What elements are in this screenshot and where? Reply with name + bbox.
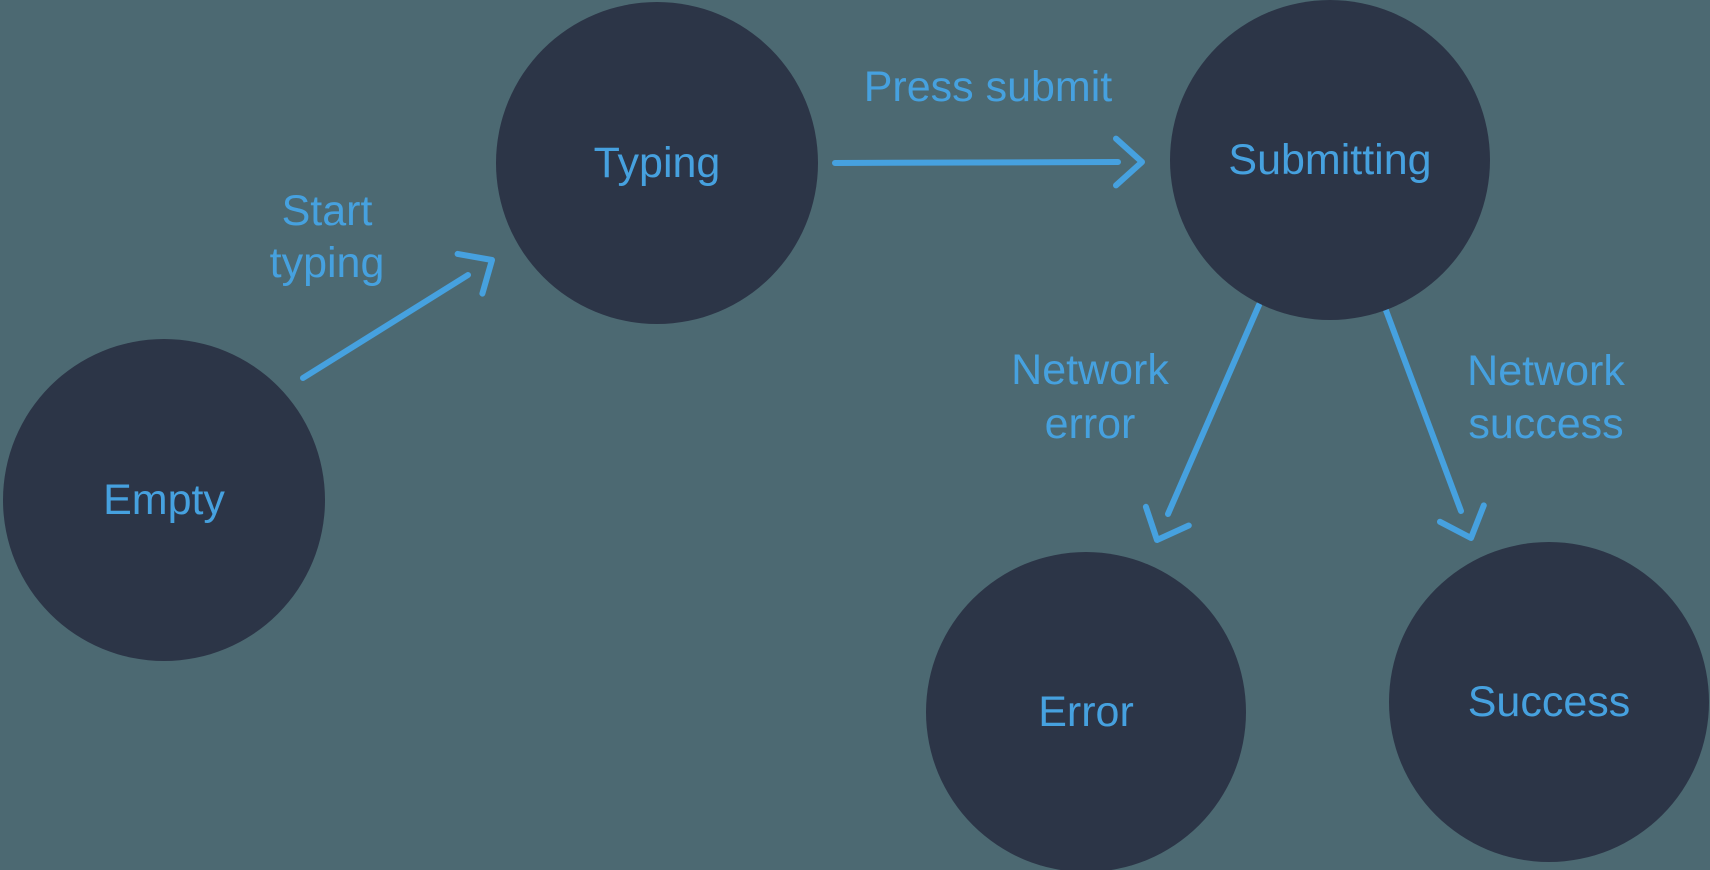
- state-node-circle-empty: [3, 339, 325, 661]
- state-node-circle-typing: [496, 2, 818, 324]
- edge-network-success: Network success: [1381, 302, 1625, 541]
- edge-label-start-typing-line2: typing: [270, 239, 385, 287]
- state-node-success: Success: [1389, 542, 1709, 862]
- state-node-typing: Typing: [496, 2, 818, 324]
- state-node-submitting: Submitting: [1170, 0, 1490, 320]
- edge-label-press-submit-line1: Press submit: [864, 63, 1113, 111]
- arrowhead-icon-start-typing: [454, 250, 495, 297]
- state-node-error: Error: [926, 552, 1246, 870]
- state-node-circle-success: [1389, 542, 1709, 862]
- state-node-circle-submitting: [1170, 0, 1490, 320]
- edge-line-network-success: [1381, 302, 1464, 514]
- state-node-label-error: Error: [1038, 688, 1134, 736]
- state-node-label-submitting: Submitting: [1228, 136, 1431, 184]
- edge-line-start-typing: [300, 272, 471, 381]
- edge-label-network-success-line1: Network: [1467, 347, 1625, 395]
- state-node-circle-error: [926, 552, 1246, 870]
- edge-label-network-error-line2: error: [1045, 400, 1136, 448]
- edge-network-error: Network error: [1011, 302, 1262, 543]
- edge-start-typing: Start typing: [270, 187, 495, 381]
- edge-label-network-success-line2: success: [1468, 400, 1623, 448]
- edge-press-submit: Press submit: [832, 63, 1145, 189]
- edge-label-network-error-line1: Network: [1011, 346, 1169, 394]
- state-node-label-success: Success: [1468, 678, 1631, 726]
- state-node-label-empty: Empty: [103, 476, 225, 524]
- arrowhead-icon-press-submit: [1113, 135, 1145, 189]
- state-node-empty: Empty: [3, 339, 325, 661]
- edge-line-press-submit: [832, 159, 1121, 166]
- state-node-label-typing: Typing: [594, 139, 721, 187]
- arrowhead-icon-network-success: [1437, 502, 1487, 541]
- edge-label-start-typing-line1: Start: [282, 187, 373, 235]
- arrowhead-icon-network-error: [1142, 503, 1192, 543]
- edge-line-network-error: [1165, 302, 1262, 517]
